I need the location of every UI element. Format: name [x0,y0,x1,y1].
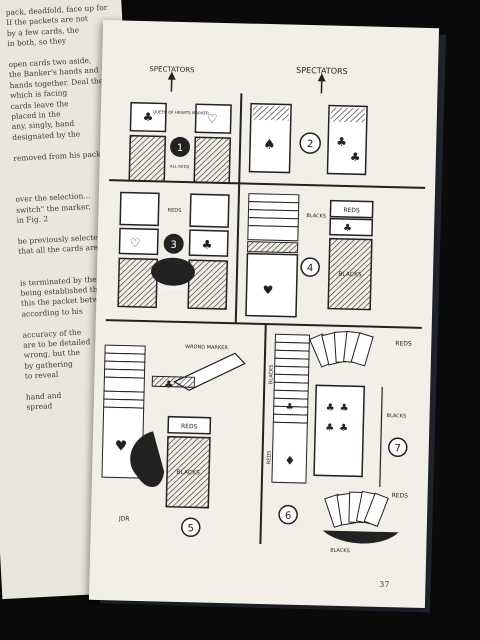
panel-2: SPECTATORS ♠ ♣ ♣ 2 [248,66,368,176]
panel-6-reds-label: REDS [266,450,272,464]
svg-text:♣: ♣ [202,237,213,251]
panel-7-blacks-label-bottom: BLACKS [330,548,350,554]
svg-text:♡: ♡ [130,236,141,250]
panel-6: ♣ ♦ BLACKS REDS 6 [266,333,311,525]
panel-3: ♡ ♣ 3 REDS BLACKS [117,191,230,310]
panel-5: WRONG MARKER ♥ ♣ REDS BLAC [101,344,246,538]
panel-7-blacks-label: BLACKS [386,413,406,419]
spectators-label-1: SPECTATORS [149,65,195,74]
panel-4-blacks-box-label: BLACKS [338,271,362,279]
spectators-label-2: SPECTATORS [296,66,348,76]
artist-signature: JDR [118,515,130,522]
panel-7-reds-label-bottom: REDS [392,492,409,499]
panel-1: SPECTATORS ♣ ♡ 1 QUEEN OF HEARTS MARKER … [128,65,232,184]
panel-5-reds-label: REDS [181,423,198,430]
svg-text:♣: ♣ [326,403,335,414]
panel-6-blacks-label: BLACKS [268,365,274,385]
panel-5-number: 5 [187,523,194,534]
svg-text:♦: ♦ [284,454,295,468]
panel-3-reds-label: REDS [168,208,182,214]
panel-3-number: 3 [170,240,177,251]
panel-6-number: 6 [285,511,292,522]
svg-text:♡: ♡ [207,112,218,126]
panel-7: REDS ♣ ♣ ♣ ♣ BLACKS 7 REDS [309,330,412,554]
right-page: SPECTATORS ♣ ♡ 1 QUEEN OF HEARTS MARKER … [88,19,440,609]
panel-4-number: 4 [307,263,314,274]
svg-text:♥: ♥ [262,283,273,297]
svg-text:♣: ♣ [340,403,349,414]
svg-text:♣: ♣ [143,110,154,124]
svg-text:♣: ♣ [343,223,352,234]
panel-4-reds-label: REDS [343,207,360,214]
svg-text:♣: ♣ [164,380,173,391]
svg-text:♣: ♣ [339,423,348,434]
svg-text:♣: ♣ [325,423,334,434]
panel-2-number: 2 [307,139,314,150]
panel-4-blacks-label: BLACKS [306,213,326,219]
wrong-marker-label: WRONG MARKER [185,344,228,351]
svg-text:♣: ♣ [286,403,294,413]
svg-text:♥: ♥ [115,438,128,454]
panel-3-blacks-label: BLACKS [163,286,183,292]
panel-1-number: 1 [177,143,184,154]
svg-text:♠: ♠ [263,137,276,153]
panel-7-number: 7 [394,443,401,454]
panel-7-reds-label-top: REDS [395,340,412,347]
panel-4: ♥ BLACKS REDS ♣ BLACKS 4 [245,193,374,318]
panel-5-blacks-label: BLACKS [176,469,200,477]
svg-text:♣: ♣ [350,150,361,164]
page-number: 37 [379,579,390,590]
all-reds-label: ALL REDS [170,164,190,169]
svg-text:♣: ♣ [336,135,347,149]
queen-marker-label: QUEEN OF HEARTS MARKER [153,109,209,115]
card-trick-illustration: SPECTATORS ♣ ♡ 1 QUEEN OF HEARTS MARKER … [101,65,426,554]
